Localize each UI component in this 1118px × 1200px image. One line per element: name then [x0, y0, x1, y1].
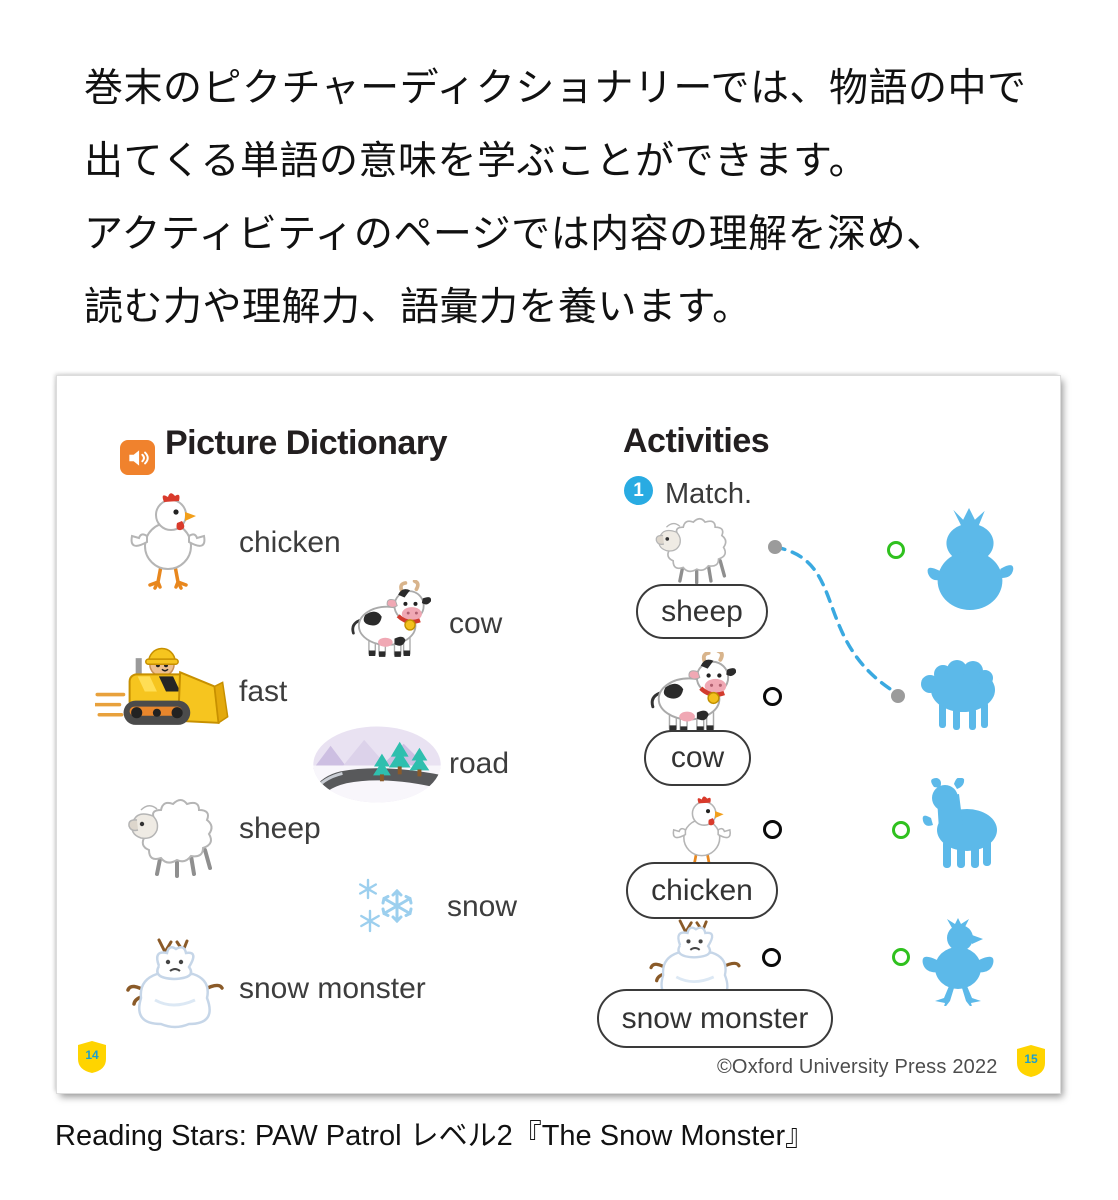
picture-dictionary-title: Picture Dictionary [165, 424, 447, 462]
cow-silhouette [921, 778, 1003, 870]
dictionary-word-fast: fast [239, 675, 288, 708]
dictionary-word-sheep: sheep [239, 812, 321, 845]
match-sheep-illustration [653, 513, 737, 585]
dictionary-word-cow: cow [449, 607, 503, 640]
snow-monster-illustration [125, 938, 225, 1030]
book-caption: Reading Stars: PAW Patrol レベル2『The Snow … [55, 1120, 815, 1152]
shield-icon [78, 1041, 106, 1073]
match-label-snow-monster: snow monster [597, 989, 833, 1048]
page-number: 14 [85, 1048, 99, 1062]
dictionary-word-snow: snow [447, 890, 518, 923]
snow-monster-silhouette [925, 506, 1015, 612]
intro-line-2: 出てくる単語の意味を学ぶことができます。 [84, 140, 869, 183]
dictionary-word-chicken: chicken [239, 526, 341, 559]
intro-line-1: 巻末のピクチャーディクショナリーでは、物語の中で [84, 67, 1027, 110]
audio-speaker-icon[interactable] [120, 440, 155, 475]
activity-number-badge: 1 [624, 476, 653, 505]
activities-title: Activities [623, 422, 770, 460]
answer-circle-green-3 [892, 821, 910, 839]
page-number-badge-15: 15 [1016, 1044, 1046, 1078]
page-number: 15 [1024, 1052, 1038, 1066]
activity-instruction: Match. [665, 478, 753, 510]
dictionary-word-snow-monster: snow monster [239, 972, 426, 1005]
pill-text: chicken [651, 873, 753, 907]
pill-text: snow monster [621, 1001, 809, 1035]
copyright-notice: ©Oxford University Press 2022 [717, 1056, 998, 1078]
bulldozer-illustration [95, 644, 237, 737]
book-spread: Picture Dictionary chicken cow fast road… [57, 376, 1060, 1093]
pill-text: cow [670, 741, 725, 774]
chicken-illustration [127, 486, 207, 594]
match-circle-black-3 [763, 820, 782, 839]
intro-line-3: アクティビティのページでは内容の理解を深め、 [84, 213, 946, 256]
chicken-silhouette [921, 918, 997, 1006]
intro-line-4: 読む力や理解力、語彙力を養います。 [84, 286, 752, 329]
winter-road-illustration [312, 726, 442, 803]
pill-text: sheep [661, 594, 743, 628]
match-label-sheep: sheep [636, 584, 768, 639]
match-label-cow: cow [644, 730, 751, 786]
page-number-badge-14: 14 [77, 1040, 107, 1074]
match-circle-black-4 [762, 948, 781, 967]
answer-circle-green-1 [887, 541, 905, 559]
match-chicken-illustration [661, 794, 741, 872]
dictionary-word-road: road [449, 747, 510, 780]
snowflakes-illustration [353, 876, 425, 934]
shield-icon [1017, 1045, 1045, 1077]
match-circle-black-2 [763, 687, 782, 706]
match-label-chicken: chicken [626, 862, 778, 919]
intro-text: 巻末のピクチャーディクショナリーでは、物語の中で 出てくる単語の意味を学ぶことが… [84, 52, 1084, 344]
cow-illustration [347, 580, 431, 668]
answer-circle-green-4 [892, 948, 910, 966]
sheep-silhouette [921, 658, 999, 732]
match-cow-illustration [645, 652, 737, 742]
speaker-glyph [128, 449, 149, 466]
sheep-illustration [125, 794, 225, 878]
